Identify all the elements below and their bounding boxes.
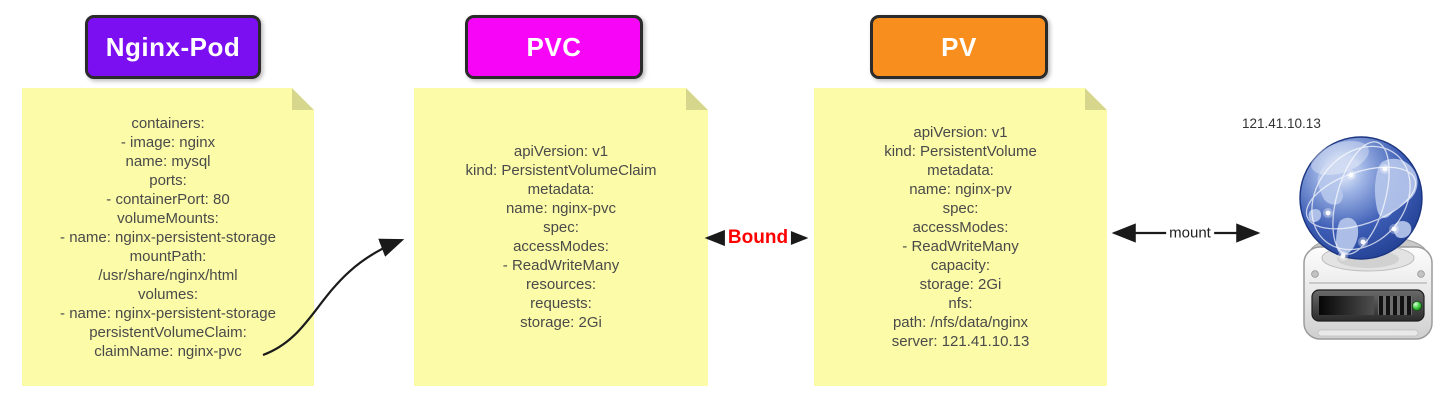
pv-header-label: PV (941, 31, 977, 62)
network-nodes (1323, 164, 1399, 261)
pv-note: apiVersion: v1 kind: PersistentVolume me… (814, 88, 1107, 386)
pvc-yaml-text: apiVersion: v1 kind: PersistentVolumeCla… (465, 143, 657, 331)
nginx-pod-header-label: Nginx-Pod (105, 31, 241, 62)
led-icon (1412, 300, 1423, 311)
pv-yaml-text: apiVersion: v1 kind: PersistentVolume me… (884, 124, 1037, 350)
pvc-header: PVC (465, 15, 643, 79)
note-fold-icon (686, 88, 708, 110)
pvc-note: apiVersion: v1 kind: PersistentVolumeCla… (414, 88, 708, 386)
note-fold-icon (1085, 88, 1107, 110)
nginx-pod-header: Nginx-Pod (85, 15, 261, 79)
vent-bars (1378, 296, 1412, 315)
nfs-server-icon (1299, 136, 1433, 340)
pvc-header-label: PVC (526, 31, 582, 62)
mount-label: mount (1166, 224, 1214, 242)
globe-icon (1299, 136, 1423, 261)
bound-label: Bound (724, 227, 792, 249)
nginx-pod-yaml-text: containers: - image: nginx name: mysql p… (60, 114, 276, 360)
nfs-ip-label: 121.41.10.13 (1242, 116, 1321, 131)
note-fold-icon (292, 88, 314, 110)
pv-header: PV (870, 15, 1048, 79)
nginx-pod-note: containers: - image: nginx name: mysql p… (22, 88, 314, 386)
